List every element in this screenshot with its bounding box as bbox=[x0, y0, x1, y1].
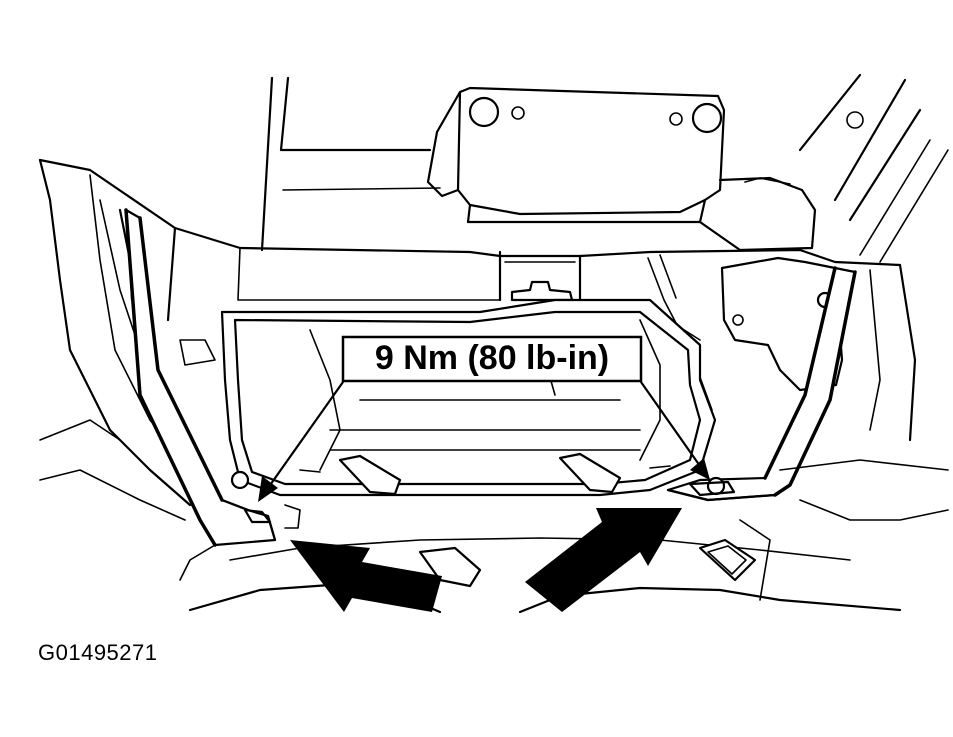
upper-crossmember-block bbox=[426, 86, 817, 252]
torque-callout-text: 9 Nm (80 lb-in) bbox=[375, 339, 609, 377]
carrier-frame bbox=[220, 298, 717, 497]
location-arrow-icon bbox=[525, 508, 682, 612]
location-arrow-icon bbox=[290, 540, 442, 612]
leader-arrow-icon bbox=[258, 476, 278, 502]
figure-id: G01495271 bbox=[38, 640, 158, 665]
leader-arrow-icon bbox=[690, 458, 710, 480]
torque-callout-box: 9 Nm (80 lb-in) bbox=[341, 335, 643, 383]
leader-lines bbox=[258, 380, 710, 502]
location-arrows bbox=[290, 508, 682, 612]
vertical-post bbox=[260, 76, 441, 252]
right-hanger-bracket bbox=[666, 266, 857, 502]
left-hanger-bracket bbox=[124, 208, 301, 547]
